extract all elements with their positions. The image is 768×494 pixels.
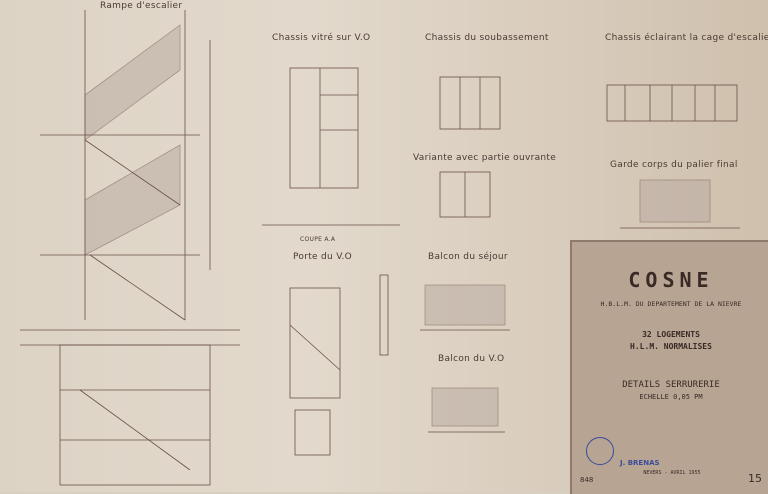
title-variante: Variante avec partie ouvrante: [413, 153, 557, 163]
official-seal: [586, 437, 614, 465]
chassis-soubassement-drawing: [439, 76, 501, 218]
title-balcon-vo: Balcon du V.O: [438, 354, 505, 364]
sheet-title: DETAILS SERRURERIE: [622, 380, 720, 390]
balcon-vo-drawing: [428, 387, 505, 433]
title-coupe: COUPE A.A: [300, 236, 336, 243]
chassis-vitre-drawing: [262, 67, 400, 226]
title-chassis-cage: Chassis éclairant la cage d'escalier: [605, 33, 768, 43]
project-line2: H.L.M. NORMALISES: [630, 342, 712, 351]
chassis-cage-drawing: [606, 84, 738, 122]
porte-drawing: [289, 274, 389, 456]
city-name: COSNE: [628, 268, 714, 292]
title-garde-corps: Garde corps du palier final: [610, 160, 738, 170]
reference-number: 848: [580, 476, 594, 484]
date-line: NEVERS - AVRIL 1955: [643, 470, 701, 476]
balcon-sejour-drawing: [420, 284, 510, 331]
title-chassis-soubassement: Chassis du soubassement: [425, 33, 549, 43]
title-balcon-sejour: Balcon du séjour: [428, 252, 508, 262]
architect-name: J. BRENAS: [620, 459, 660, 467]
garde-corps-drawing: [620, 179, 740, 229]
title-block: COSNE H.B.L.M. DU DEPARTEMENT DE LA NIEV…: [570, 240, 768, 494]
title-rampe: Rampe d'escalier: [100, 1, 183, 11]
project-line1: 32 LOGEMENTS: [642, 330, 700, 339]
sheet-number: 15: [748, 472, 762, 485]
title-chassis-vitre: Chassis vitré sur V.O: [272, 33, 371, 43]
title-porte: Porte du V.O: [293, 252, 353, 262]
stair-ramp-drawing: [20, 10, 240, 486]
client-name: H.B.L.M. DU DEPARTEMENT DE LA NIEVRE: [600, 300, 742, 308]
scale: ECHELLE 0,05 PM: [639, 393, 703, 401]
